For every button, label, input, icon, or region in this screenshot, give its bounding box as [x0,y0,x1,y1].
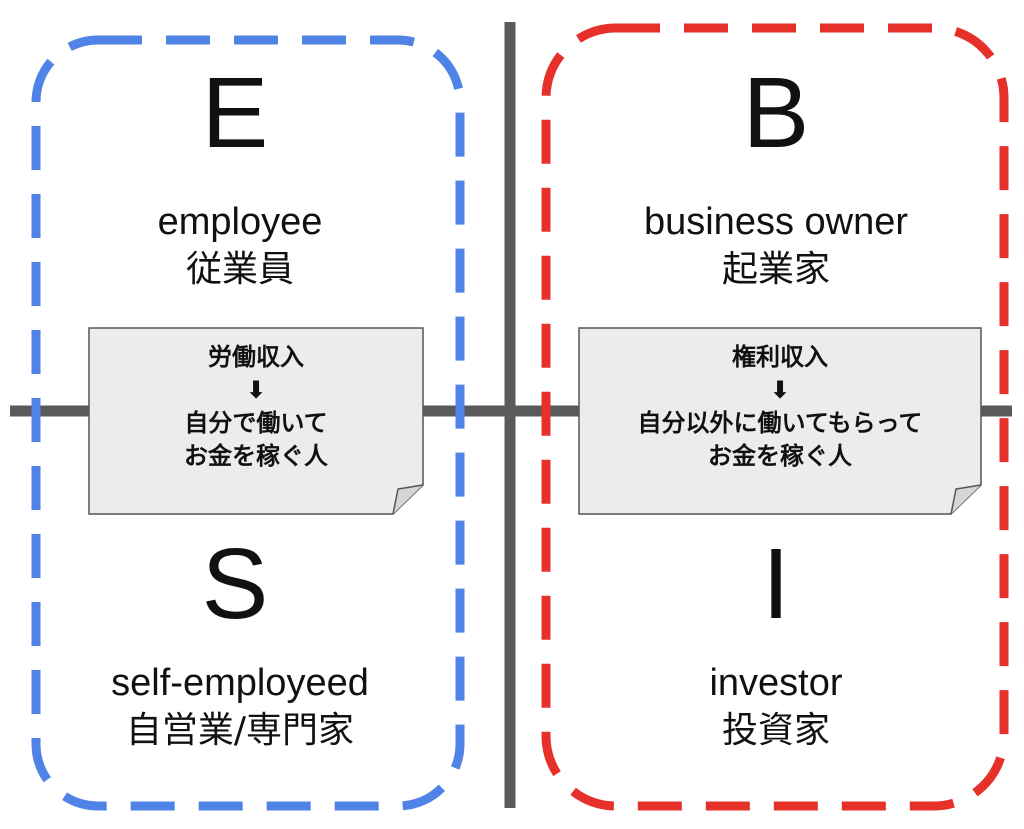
quadrant-i-name: investor [709,662,843,704]
quadrant-b-name-ja: 起業家 [721,249,830,290]
employee-self-employed-group-border [31,35,465,811]
quadrant-e-name: employee [157,201,323,243]
labor-income-note: 労働収入 ⬇ 自分で働いて お金を稼ぐ人 [88,327,424,515]
quadrant-i-letter: I [762,528,790,640]
right-income-heading: 権利収入 [732,343,828,371]
quadrant-e-name-ja: 従業員 [185,249,294,290]
right-income-line1: 自分以外に働いてもらって [637,409,923,437]
note-paper-shape [88,327,424,515]
right-income-line2: お金を稼ぐ人 [708,442,852,470]
labor-income-line1: 自分で働いて [184,409,328,437]
quadrant-b-name: business owner [643,201,909,243]
labor-income-line2: お金を稼ぐ人 [184,442,328,470]
quadrant-s-letter: S [201,528,269,640]
down-arrow-icon: ⬇ [245,376,267,404]
labor-income-heading: 労働収入 [208,343,304,371]
down-arrow-icon: ⬇ [769,376,791,404]
note-paper-shape [578,327,982,515]
quadrant-s-name: self-employeed [111,662,369,704]
quadrant-b-letter: B [742,57,810,169]
quadrant-i-name-ja: 投資家 [721,710,830,751]
owner-investor-group-border [541,23,1009,811]
quadrant-e-letter: E [201,57,269,169]
quadrant-s-name-ja: 自営業/専門家 [125,710,355,751]
right-income-note: 権利収入 ⬇ 自分以外に働いてもらって お金を稼ぐ人 [578,327,982,515]
